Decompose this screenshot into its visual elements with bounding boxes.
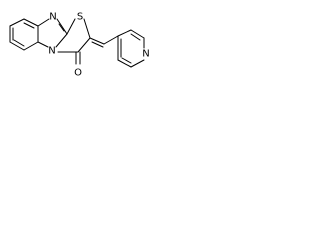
double-bond-line (58, 23, 65, 32)
double-bond-line (130, 33, 141, 41)
bond (103, 35, 119, 45)
thiazolone-ring (57, 18, 91, 53)
bond (9, 18, 25, 27)
bond (37, 18, 50, 27)
double-bond-line (13, 39, 25, 47)
atom-label-n-pyridine: N (142, 49, 149, 60)
bond (23, 41, 39, 51)
bond (89, 37, 105, 45)
bond (77, 37, 91, 53)
atom-label-n-imidazole: N (49, 12, 56, 23)
bond (9, 41, 25, 51)
bond (37, 41, 49, 48)
atom-label-o-carbonyl: O (74, 68, 82, 79)
pyridine-ring (117, 29, 145, 68)
bond (117, 59, 132, 68)
atom-label-n-bridgehead: N (48, 46, 55, 57)
atom-label-s-thiazole: S (77, 12, 83, 23)
bond (83, 18, 91, 39)
bond (23, 18, 39, 27)
imidazole-ring (37, 18, 68, 48)
double-bond-line (91, 41, 104, 48)
methylidene-linker (89, 35, 119, 48)
structure-diagram: N S N O N (0, 0, 162, 84)
bond (55, 33, 68, 48)
bond (56, 18, 68, 35)
bond (130, 29, 145, 39)
carbonyl-group (75, 51, 81, 65)
benzene-ring (9, 18, 39, 51)
bond (66, 18, 76, 35)
double-bond-line (121, 57, 132, 64)
bond (130, 59, 145, 68)
molecule-drawing: N S N O N (9, 12, 150, 79)
bond (117, 29, 132, 37)
double-bond-line (23, 22, 35, 29)
